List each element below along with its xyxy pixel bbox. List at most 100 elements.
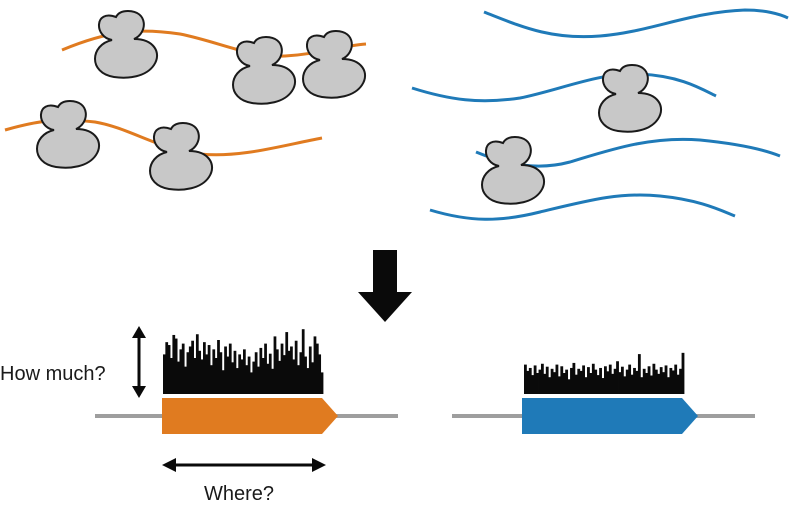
coverage-bar bbox=[545, 366, 549, 394]
coverage-bar bbox=[604, 366, 607, 394]
coverage-bar bbox=[565, 369, 569, 394]
coverage-bar bbox=[226, 356, 230, 394]
coverage-bar bbox=[650, 375, 653, 394]
coverage-bar bbox=[679, 368, 682, 394]
coverage-bar bbox=[620, 366, 624, 394]
coverage-bar bbox=[268, 353, 272, 394]
ribosome-icon bbox=[94, 10, 159, 79]
coverage-bar bbox=[177, 361, 180, 394]
coverage-bar bbox=[301, 329, 305, 394]
orange-gene-track: How much? Where? bbox=[0, 326, 398, 505]
coverage-bar bbox=[526, 370, 530, 394]
coverage-bar bbox=[205, 354, 209, 394]
coverage-bar bbox=[616, 361, 619, 394]
coverage-bar bbox=[304, 356, 307, 394]
coverage-bar bbox=[572, 362, 576, 394]
coverage-bar bbox=[299, 352, 303, 394]
coverage-bar bbox=[574, 374, 578, 394]
coverage-bar bbox=[630, 374, 634, 394]
coverage-bar bbox=[608, 364, 612, 394]
coverage-bar bbox=[193, 358, 197, 394]
coverage-bar bbox=[550, 368, 554, 394]
blue-mrna-strand bbox=[483, 8, 789, 39]
coverage-bar bbox=[219, 352, 223, 394]
coverage-bar bbox=[562, 373, 566, 394]
coverage-bar bbox=[181, 343, 185, 394]
coverage-bar bbox=[257, 366, 260, 394]
coverage-bar bbox=[243, 349, 246, 394]
coverage-bar bbox=[553, 372, 556, 394]
ribosome-icon bbox=[149, 122, 214, 191]
coverage-bar bbox=[647, 366, 651, 394]
coverage-bar bbox=[531, 375, 535, 394]
coverage-bar bbox=[280, 343, 284, 394]
coverage-bar bbox=[315, 343, 319, 394]
coverage-bar bbox=[548, 377, 552, 394]
coverage-bar bbox=[589, 373, 593, 394]
orange-mrna-group bbox=[4, 10, 367, 191]
coverage-bar bbox=[290, 346, 293, 394]
coverage-bar bbox=[273, 336, 277, 394]
coverage-bar bbox=[652, 363, 656, 394]
coverage-bar bbox=[557, 376, 561, 394]
coverage-bar bbox=[645, 373, 649, 394]
coverage-bar bbox=[163, 354, 166, 394]
coverage-bar bbox=[606, 371, 610, 394]
coverage-bar bbox=[191, 340, 194, 394]
coverage-bar bbox=[664, 365, 668, 394]
coverage-bar bbox=[221, 370, 225, 394]
how-much-arrow bbox=[132, 326, 146, 398]
ribosome-icon bbox=[302, 30, 367, 99]
coverage-bar bbox=[264, 343, 267, 394]
coverage-bar bbox=[671, 370, 675, 394]
coverage-bar bbox=[577, 368, 581, 394]
coverage-bar bbox=[524, 364, 527, 394]
coverage-bar bbox=[667, 377, 670, 394]
coverage-bar bbox=[261, 358, 265, 394]
blue-mrna-strand bbox=[429, 193, 736, 221]
coverage-bar bbox=[210, 365, 213, 394]
coverage-bar bbox=[167, 345, 171, 394]
coverage-bar bbox=[188, 346, 192, 394]
coverage-bar bbox=[676, 374, 680, 394]
blue-gene-arrow bbox=[522, 398, 698, 434]
coverage-histogram-orange bbox=[163, 329, 324, 394]
where-arrow bbox=[162, 458, 326, 472]
ribosome-icon bbox=[36, 100, 101, 169]
coverage-bar bbox=[238, 354, 242, 394]
coverage-bar bbox=[540, 363, 544, 394]
coverage-bar bbox=[681, 352, 685, 394]
blue-mrna-group bbox=[411, 8, 789, 221]
coverage-bar bbox=[528, 367, 532, 394]
coverage-bar bbox=[640, 377, 644, 394]
coverage-bar bbox=[669, 367, 673, 394]
coverage-bar bbox=[662, 372, 665, 394]
coverage-bar bbox=[618, 372, 622, 394]
coverage-bar bbox=[214, 358, 218, 394]
coverage-bar bbox=[245, 365, 249, 394]
coverage-bar bbox=[203, 342, 206, 394]
coverage-bar bbox=[613, 368, 617, 394]
coverage-bar bbox=[674, 364, 678, 394]
coverage-bar bbox=[259, 347, 263, 394]
coverage-bar bbox=[311, 362, 314, 394]
coverage-bar bbox=[635, 370, 639, 394]
coverage-bar bbox=[186, 352, 190, 394]
coverage-bar bbox=[200, 359, 204, 394]
coverage-bar bbox=[278, 360, 282, 394]
coverage-bar bbox=[642, 368, 646, 394]
coverage-bar bbox=[233, 350, 237, 394]
coverage-bar bbox=[320, 372, 324, 394]
coverage-bar bbox=[587, 367, 590, 394]
coverage-bar bbox=[591, 363, 595, 394]
where-label: Where? bbox=[204, 483, 274, 505]
coverage-bar bbox=[579, 370, 583, 394]
down-arrow-icon bbox=[358, 250, 412, 322]
coverage-bar bbox=[275, 349, 279, 394]
coverage-bar bbox=[172, 334, 176, 394]
coverage-bar bbox=[625, 369, 629, 394]
coverage-bar bbox=[240, 359, 244, 394]
coverage-bar bbox=[212, 349, 216, 394]
coverage-bar bbox=[594, 369, 598, 394]
